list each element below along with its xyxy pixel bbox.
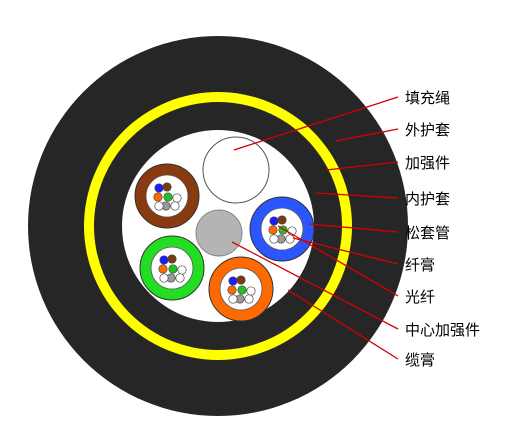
optical-fiber <box>237 285 247 295</box>
loose-tube-orange <box>208 256 274 322</box>
leader-line-fiber-gel <box>292 237 399 265</box>
optical-fiber <box>246 286 256 296</box>
label-central-strength-member: 中心加强件 <box>405 321 481 339</box>
optical-fiber <box>228 276 238 286</box>
central-strength-member <box>195 209 243 257</box>
optical-fiber <box>277 215 287 225</box>
optical-fiber <box>163 192 173 202</box>
optical-fiber <box>159 273 169 283</box>
label-inner-sheath: 内护套 <box>405 190 451 208</box>
loose-tube-green <box>139 235 205 301</box>
loose-tube-brown <box>134 163 200 229</box>
leader-line-cable-gel <box>287 289 399 360</box>
leader-line-filler-rope <box>233 96 399 151</box>
label-filler-rope: 填充绳 <box>405 89 451 107</box>
optical-fiber <box>168 264 178 274</box>
optical-fiber <box>158 264 168 274</box>
optical-fiber <box>167 254 177 264</box>
leader-line-inner-sheath <box>315 192 399 199</box>
optical-fiber <box>269 216 279 226</box>
label-strength-member: 加强件 <box>405 154 451 172</box>
optical-fiber <box>159 255 169 265</box>
label-loose-tube: 松套管 <box>405 224 451 242</box>
optical-fiber <box>170 201 180 211</box>
label-outer-sheath: 外护套 <box>405 121 451 139</box>
leader-line-optical-fiber <box>277 225 399 297</box>
optical-fiber <box>244 294 254 304</box>
optical-fiber <box>175 273 185 283</box>
optical-fiber <box>162 182 172 192</box>
optical-fiber <box>228 294 238 304</box>
optical-fiber <box>172 193 182 203</box>
optical-fiber <box>269 234 279 244</box>
filler-rope <box>202 136 270 204</box>
label-fiber-gel: 纤膏 <box>405 256 436 274</box>
leader-line-outer-sheath <box>335 128 399 142</box>
optical-fiber <box>154 201 164 211</box>
leader-line-central-strength-member <box>231 241 399 330</box>
optical-fiber <box>154 183 164 193</box>
label-cable-gel: 缆膏 <box>405 351 436 369</box>
leader-line-loose-tube <box>308 223 399 233</box>
leader-lines <box>231 96 399 360</box>
optical-fiber <box>236 275 246 285</box>
optical-fiber <box>285 234 295 244</box>
loose-tubes <box>134 163 315 322</box>
optical-fiber <box>268 225 278 235</box>
leader-line-strength-member <box>325 161 399 171</box>
optical-fiber <box>227 285 237 295</box>
optical-fiber <box>177 265 187 275</box>
label-optical-fiber: 光纤 <box>405 288 436 306</box>
optical-fiber <box>153 192 163 202</box>
